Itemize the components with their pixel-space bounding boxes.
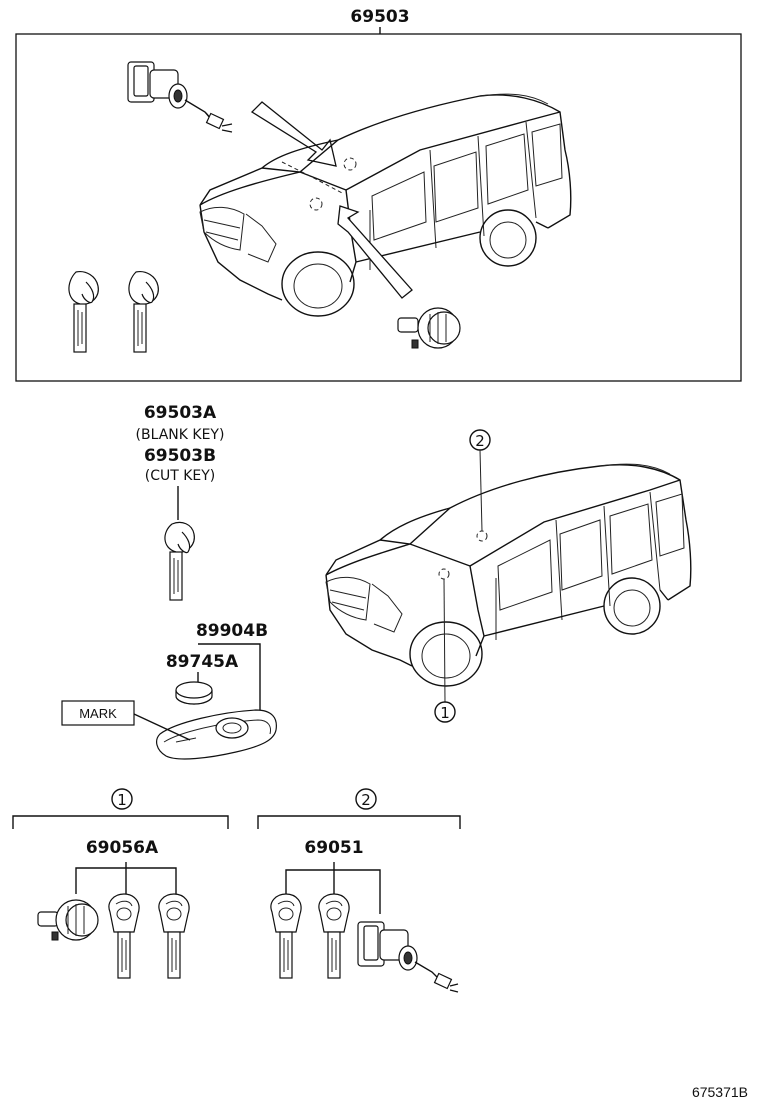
set-2-key-b-icon [318, 893, 350, 979]
location-callout-1-number: 1 [440, 704, 450, 722]
set-1-key-b-icon [158, 893, 190, 979]
set-2-door-lock-cylinder-icon [357, 921, 459, 993]
blank-key-description: (BLANK KEY) [136, 427, 225, 443]
assembly-part-number: 69503 [350, 7, 409, 27]
ignition-cylinder-icon [397, 307, 461, 349]
transmitter-housing-number: 89904B [196, 621, 268, 641]
arrow-to-door-icon [250, 101, 337, 167]
assembly-frame [15, 33, 742, 382]
key-blank-right-icon [128, 271, 159, 353]
emergency-key-icon [164, 521, 195, 601]
illustration-id: 675371B [692, 1084, 748, 1100]
mark-label: MARK [79, 706, 117, 721]
front-door-location-icon [309, 197, 323, 211]
vehicle-top-icon [199, 93, 572, 317]
set-1-callout [111, 788, 133, 810]
key-blank-left-icon [68, 271, 99, 353]
set-2-part-number: 69051 [304, 838, 363, 858]
set-2-callout [355, 788, 377, 810]
set-1-callout-number: 1 [117, 791, 127, 809]
blank-key-part-number: 69503A [144, 403, 217, 423]
cut-key-description: (CUT KEY) [145, 468, 216, 484]
housing-leader-line [198, 643, 261, 712]
set-1-ignition-cylinder-icon [37, 899, 99, 941]
set-2-bracket [257, 815, 461, 829]
set-1-key-a-icon [108, 893, 140, 979]
battery-part-number: 89745A [166, 652, 239, 672]
location-callout-1 [434, 701, 456, 723]
set-1-bracket [12, 815, 229, 829]
battery-icon [175, 681, 213, 705]
set-2-key-a-icon [270, 893, 302, 979]
roof-location-dot-icon [476, 530, 488, 542]
mark-callout: MARK [61, 700, 191, 741]
front-location-dot-icon [438, 568, 450, 580]
roof-door-location-icon [343, 157, 357, 171]
door-lock-cylinder-icon [127, 61, 233, 133]
location-callout-2-number: 2 [475, 432, 485, 450]
vehicle-location-icon [325, 463, 692, 687]
callout-1-leader [443, 578, 446, 703]
arrow-to-ignition-icon [337, 205, 413, 299]
set-2-callout-number: 2 [361, 791, 371, 809]
set-1-part-number: 69056A [86, 838, 159, 858]
cut-key-part-number: 69503B [144, 446, 216, 466]
smart-key-transmitter-icon [156, 709, 277, 760]
callout-2-leader [479, 449, 483, 532]
